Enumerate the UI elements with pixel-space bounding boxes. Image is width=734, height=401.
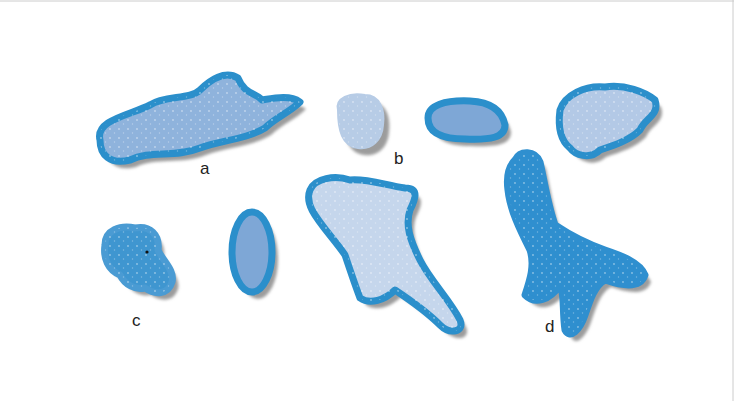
lake-oval bbox=[428, 101, 505, 139]
dot-mark bbox=[145, 250, 148, 253]
frame-line bbox=[733, 0, 734, 401]
part-label: c bbox=[132, 312, 141, 329]
lake-right bbox=[559, 86, 656, 155]
lake-ellipse bbox=[232, 212, 272, 292]
part-label: d bbox=[545, 318, 554, 335]
lake-c bbox=[105, 227, 173, 293]
lake-a bbox=[100, 75, 300, 161]
part-label: a bbox=[200, 160, 209, 177]
lake-d bbox=[507, 153, 645, 334]
lake-large bbox=[309, 178, 461, 331]
part-label: b bbox=[394, 150, 403, 167]
lake-b bbox=[338, 94, 384, 148]
lake-group bbox=[100, 75, 656, 334]
lake-texture bbox=[100, 75, 656, 334]
frame-line bbox=[0, 1, 734, 2]
